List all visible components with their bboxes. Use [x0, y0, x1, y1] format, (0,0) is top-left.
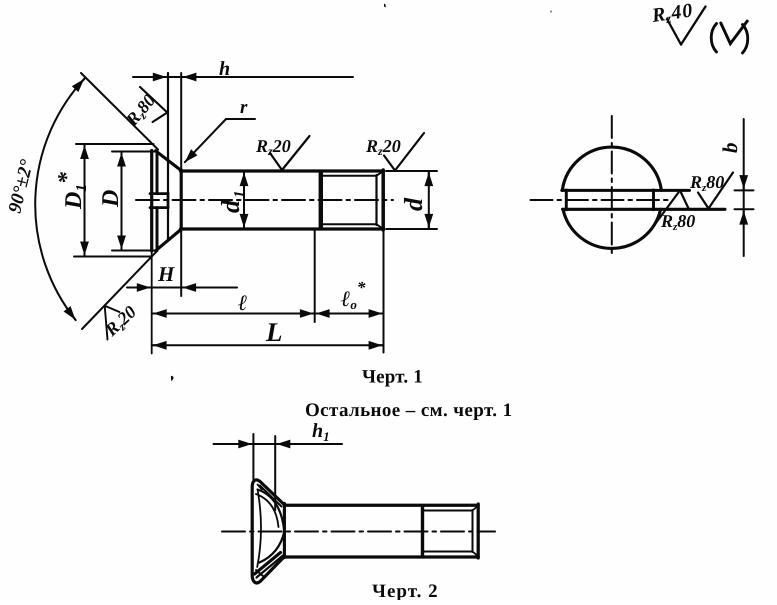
- svg-text:d: d: [399, 197, 428, 211]
- svg-text:Черт. 2: Черт. 2: [372, 581, 439, 600]
- svg-text:D: D: [98, 190, 124, 208]
- svg-text:Rz20: Rz20: [255, 136, 291, 158]
- svg-text:Rz80: Rz80: [660, 211, 695, 233]
- svg-text:Черт. 1: Черт. 1: [362, 367, 423, 388]
- svg-text:h: h: [219, 58, 230, 80]
- svg-text:90°±2°: 90°±2°: [4, 157, 38, 215]
- svg-text:Rz20: Rz20: [365, 136, 401, 158]
- svg-text:Rz80: Rz80: [121, 90, 161, 131]
- svg-text:h1: h1: [312, 420, 330, 444]
- svg-text:d1: d1: [216, 189, 248, 214]
- svg-text:Rz40: Rz40: [650, 0, 695, 28]
- svg-text:L: L: [265, 317, 283, 347]
- svg-text:Остальное – см. черт. 1: Остальное – см. черт. 1: [305, 400, 512, 421]
- svg-text:H: H: [157, 262, 175, 286]
- svg-text:ℓ: ℓ: [238, 290, 247, 315]
- svg-text:Rz80: Rz80: [689, 172, 724, 194]
- svg-text:r: r: [240, 97, 248, 118]
- svg-text:ℓo*: ℓo*: [341, 278, 366, 312]
- svg-text:b: b: [718, 143, 742, 154]
